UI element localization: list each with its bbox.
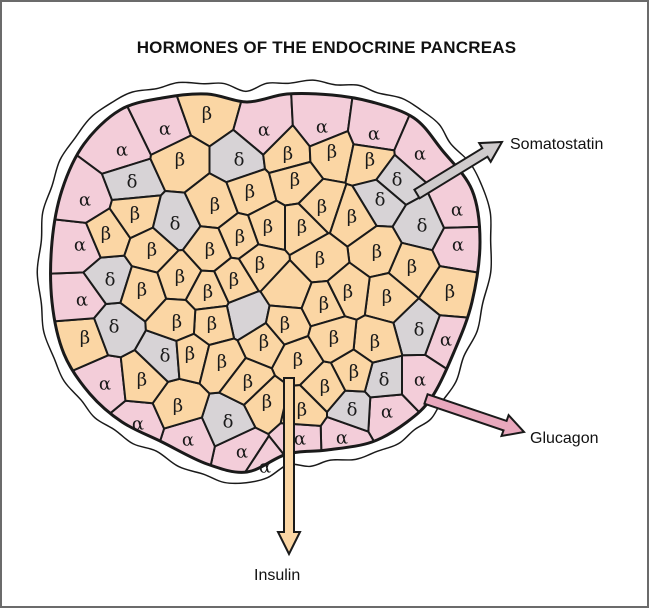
alpha-symbol: α	[76, 290, 88, 311]
somatostatin-label: Somatostatin	[510, 136, 603, 153]
beta-symbol: β	[315, 249, 325, 270]
beta-symbol: β	[370, 332, 380, 353]
beta-symbol: β	[297, 400, 307, 421]
delta-symbol: δ	[414, 320, 425, 341]
beta-symbol: β	[320, 377, 330, 398]
beta-symbol: β	[173, 396, 183, 417]
delta-symbol: δ	[234, 150, 245, 171]
alpha-symbol: α	[336, 428, 348, 449]
beta-symbol: β	[343, 282, 353, 303]
beta-symbol: β	[217, 352, 227, 373]
beta-symbol: β	[283, 144, 293, 165]
beta-symbol: β	[185, 344, 195, 365]
delta-symbol: δ	[109, 317, 120, 338]
alpha-symbol: α	[451, 200, 463, 221]
alpha-symbol: α	[368, 124, 380, 145]
beta-symbol: β	[130, 204, 140, 225]
delta-symbol: δ	[170, 214, 181, 235]
beta-symbol: β	[349, 362, 359, 383]
beta-symbol: β	[243, 372, 253, 393]
beta-symbol: β	[202, 104, 212, 125]
beta-symbol: β	[263, 217, 273, 238]
alpha-symbol: α	[381, 402, 393, 423]
beta-symbol: β	[205, 240, 215, 261]
alpha-symbol: α	[132, 414, 144, 435]
beta-symbol: β	[372, 242, 382, 263]
beta-symbol: β	[137, 370, 147, 391]
beta-symbol: β	[210, 195, 220, 216]
beta-symbol: β	[262, 392, 272, 413]
alpha-symbol: α	[74, 235, 86, 256]
beta-symbol: β	[365, 150, 375, 171]
beta-symbol: β	[207, 314, 217, 335]
delta-symbol: δ	[392, 170, 403, 191]
alpha-symbol: α	[236, 442, 248, 463]
alpha-symbol: α	[79, 190, 91, 211]
glucagon-arrow	[424, 394, 524, 436]
delta-symbol: δ	[223, 412, 234, 433]
beta-symbol: β	[297, 217, 307, 238]
delta-symbol: δ	[379, 370, 390, 391]
beta-symbol: β	[293, 350, 303, 371]
delta-symbol: δ	[127, 172, 138, 193]
beta-symbol: β	[255, 254, 265, 275]
alpha-symbol: α	[99, 374, 111, 395]
insulin-label: Insulin	[254, 567, 300, 584]
beta-symbol: β	[382, 287, 392, 308]
beta-symbol: β	[175, 267, 185, 288]
delta-symbol: δ	[160, 346, 171, 367]
alpha-symbol: α	[316, 117, 328, 138]
alpha-symbol: α	[258, 120, 270, 141]
delta-symbol: δ	[347, 400, 358, 421]
alpha-symbol: α	[414, 370, 426, 391]
beta-symbol: β	[137, 280, 147, 301]
arrow-glucagon-shape	[424, 394, 524, 436]
beta-symbol: β	[229, 270, 239, 291]
beta-symbol: β	[347, 207, 357, 228]
beta-symbol: β	[147, 240, 157, 261]
delta-symbol: δ	[105, 270, 116, 291]
glucagon-label: Glucagon	[530, 430, 599, 447]
beta-symbol: β	[290, 170, 300, 191]
beta-symbol: β	[203, 282, 213, 303]
alpha-cell	[22, 62, 151, 174]
beta-symbol: β	[235, 227, 245, 248]
beta-symbol: β	[80, 328, 90, 349]
alpha-symbol: α	[116, 140, 128, 161]
beta-symbol: β	[329, 328, 339, 349]
beta-symbol: β	[407, 257, 417, 278]
beta-symbol: β	[172, 312, 182, 333]
alpha-symbol: α	[414, 144, 426, 165]
alpha-symbol: α	[259, 457, 271, 478]
alpha-symbol: α	[440, 330, 452, 351]
alpha-symbol: α	[294, 429, 306, 450]
alpha-symbol: α	[182, 430, 194, 451]
beta-symbol: β	[101, 224, 111, 245]
beta-symbol: β	[175, 150, 185, 171]
beta-symbol: β	[317, 197, 327, 218]
delta-symbol: δ	[417, 216, 428, 237]
alpha-symbol: α	[452, 235, 464, 256]
delta-symbol: δ	[375, 190, 386, 211]
beta-symbol: β	[319, 294, 329, 315]
beta-symbol: β	[259, 332, 269, 353]
beta-symbol: β	[245, 182, 255, 203]
beta-symbol: β	[445, 282, 455, 303]
beta-symbol: β	[280, 314, 290, 335]
beta-symbol: β	[327, 142, 337, 163]
alpha-symbol: α	[159, 119, 171, 140]
